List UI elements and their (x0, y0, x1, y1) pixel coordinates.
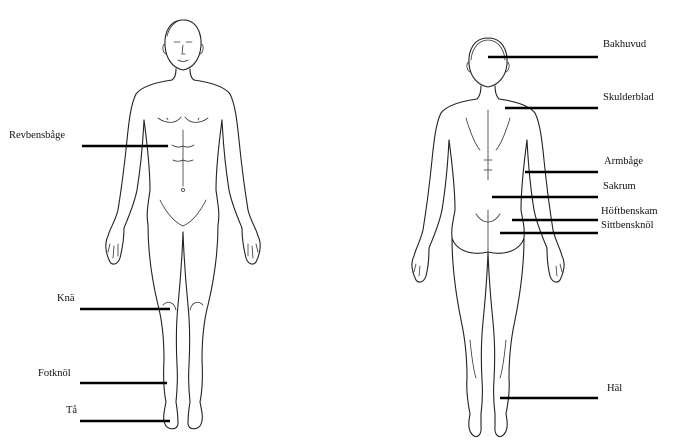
label-sacrum: Sakrum (603, 182, 636, 193)
label-toe: Tå (66, 406, 77, 417)
label-iliac-crest: Höftbenskam (601, 207, 658, 218)
label-heel: Häl (607, 384, 622, 395)
label-back-of-head: Bakhuvud (603, 40, 646, 51)
label-elbow: Armbåge (604, 157, 643, 168)
front-pointer-lines (80, 146, 170, 421)
front-body-figure (106, 20, 260, 429)
label-rib-arch: Revbensbåge (9, 131, 65, 142)
label-knee: Knä (57, 294, 75, 305)
back-body-figure (412, 38, 564, 437)
label-ankle: Fotknöl (38, 369, 71, 380)
label-ischial-tuberosity: Sittbensknöl (601, 221, 654, 232)
label-shoulder-blade: Skulderblad (603, 93, 654, 104)
back-pointer-lines (488, 57, 598, 398)
